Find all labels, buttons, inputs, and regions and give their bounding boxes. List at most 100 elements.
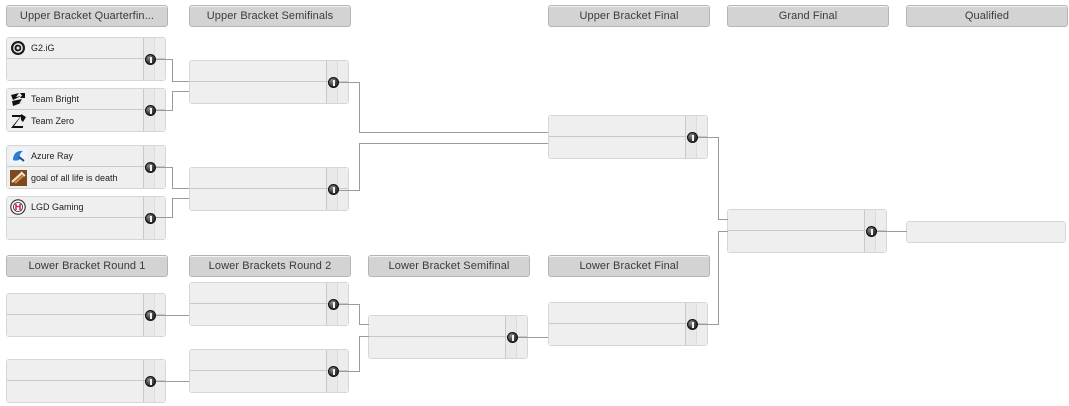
match-lower-r2-1[interactable] (189, 282, 349, 326)
match-score-bubble[interactable] (866, 226, 877, 237)
match-score-bubble[interactable] (328, 366, 339, 377)
match-lower-final[interactable] (548, 302, 708, 346)
team-row[interactable] (7, 294, 165, 316)
team-logo-placeholder (9, 383, 27, 401)
score-pad (516, 337, 527, 358)
team-row[interactable] (728, 231, 886, 252)
match-upper-qf-2[interactable]: Team Bright Team Zero (6, 88, 166, 132)
goal-of-all-life-is-death-logo (9, 169, 27, 187)
round-header-label: Lower Bracket Round 1 (28, 260, 146, 272)
team-score (143, 89, 154, 110)
match-lower-r2-2[interactable] (189, 349, 349, 393)
round-header-upper-semifinals: Upper Bracket Semifinals (189, 5, 351, 27)
round-header-label: Lower Bracket Semifinal (388, 260, 510, 272)
team-row[interactable]: Team Zero (7, 110, 165, 131)
score-pad (337, 371, 348, 392)
team-bright-logo (9, 90, 27, 108)
match-grand-final[interactable] (727, 209, 887, 253)
match-score-bubble[interactable] (145, 105, 156, 116)
match-score-bubble[interactable] (328, 77, 339, 88)
team-score (143, 59, 154, 80)
team-row[interactable] (7, 218, 165, 239)
team-row[interactable] (549, 303, 707, 325)
team-score (685, 137, 696, 158)
team-row[interactable] (190, 304, 348, 325)
team-row[interactable]: Azure Ray (7, 146, 165, 168)
match-score-bubble[interactable] (145, 376, 156, 387)
match-score-bubble[interactable] (687, 319, 698, 330)
team-name: LGD Gaming (31, 202, 84, 212)
match-score-bubble[interactable] (328, 299, 339, 310)
team-logo-placeholder (192, 84, 210, 102)
team-row[interactable] (190, 168, 348, 190)
team-score (143, 146, 154, 167)
team-row[interactable]: LGD Gaming (7, 197, 165, 219)
team-logo-placeholder (551, 139, 569, 157)
team-row[interactable]: Team Bright (7, 89, 165, 111)
round-header-label: Upper Bracket Final (579, 10, 679, 22)
team-row[interactable] (190, 371, 348, 392)
team-logo-placeholder (192, 284, 210, 302)
round-header-qualified: Qualified (906, 5, 1068, 27)
team-score (326, 350, 337, 371)
team-zero-logo (9, 112, 27, 130)
round-header-lower-round-1: Lower Bracket Round 1 (6, 255, 168, 277)
team-name: Team Zero (31, 115, 75, 126)
match-upper-qf-3[interactable]: Azure Ray goal of all life is death (6, 145, 166, 189)
team-name: G2.iG (31, 43, 55, 53)
match-upper-sf-1[interactable] (189, 60, 349, 104)
match-qualified[interactable] (906, 221, 1066, 243)
team-row[interactable] (7, 360, 165, 382)
team-row[interactable] (190, 61, 348, 83)
score-pad (337, 82, 348, 103)
match-upper-sf-2[interactable] (189, 167, 349, 211)
match-score-bubble[interactable] (507, 332, 518, 343)
team-name: goal of all life is death (31, 172, 118, 183)
round-header-lower-semifinal: Lower Bracket Semifinal (368, 255, 530, 277)
team-score (143, 197, 154, 218)
match-score-bubble[interactable] (145, 162, 156, 173)
team-score (143, 294, 154, 315)
team-row[interactable] (7, 59, 165, 80)
team-row[interactable] (369, 316, 527, 338)
team-row[interactable] (907, 222, 1065, 242)
match-lower-r1-2[interactable] (6, 359, 166, 403)
team-row[interactable] (549, 137, 707, 158)
match-score-bubble[interactable] (145, 310, 156, 321)
lgd-gaming-logo (9, 198, 27, 216)
team-score (143, 360, 154, 381)
match-upper-qf-1[interactable]: G2.iG (6, 37, 166, 81)
team-score (143, 218, 154, 239)
match-upper-qf-4[interactable]: LGD Gaming (6, 196, 166, 240)
match-lower-r1-1[interactable] (6, 293, 166, 337)
team-logo-placeholder (192, 373, 210, 391)
team-row[interactable]: G2.iG (7, 38, 165, 60)
match-score-bubble[interactable] (687, 132, 698, 143)
match-lower-semifinal[interactable] (368, 315, 528, 359)
team-logo-placeholder (192, 306, 210, 324)
team-row[interactable]: goal of all life is death (7, 167, 165, 188)
match-score-bubble[interactable] (328, 184, 339, 195)
team-row[interactable] (190, 283, 348, 305)
team-logo-placeholder (192, 169, 210, 187)
round-header-label: Upper Bracket Semifinals (206, 10, 334, 22)
score-pad (875, 210, 886, 231)
team-row[interactable] (369, 337, 527, 358)
match-upper-final[interactable] (548, 115, 708, 159)
team-row[interactable] (549, 324, 707, 345)
team-row[interactable] (190, 82, 348, 103)
score-pad (337, 189, 348, 210)
team-row[interactable] (7, 381, 165, 402)
team-logo-placeholder (9, 61, 27, 79)
score-pad (154, 110, 165, 131)
team-row[interactable] (190, 350, 348, 372)
team-row[interactable] (728, 210, 886, 232)
score-pad (154, 59, 165, 80)
team-row[interactable] (7, 315, 165, 336)
team-row[interactable] (190, 189, 348, 210)
match-score-bubble[interactable] (145, 213, 156, 224)
match-score-bubble[interactable] (145, 54, 156, 65)
azure-ray-logo (9, 147, 27, 165)
team-row[interactable] (549, 116, 707, 138)
team-score (143, 38, 154, 59)
